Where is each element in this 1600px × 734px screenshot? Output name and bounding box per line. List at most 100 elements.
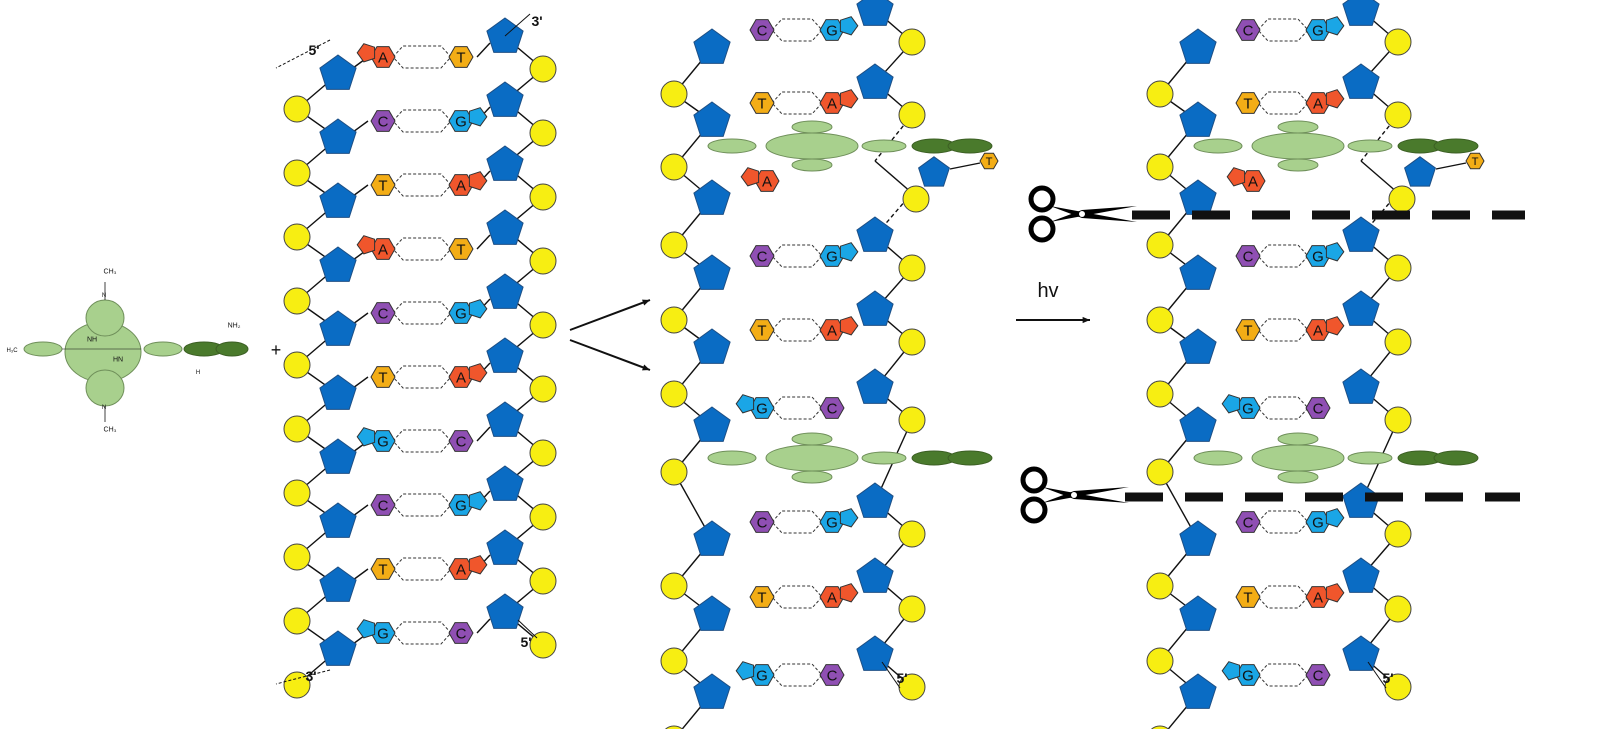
phosphate-circle — [283, 671, 311, 699]
base-A-label: A — [827, 96, 837, 113]
base-T-label: T — [1472, 156, 1479, 168]
base-G-hexagon — [819, 19, 845, 41]
base-T-hexagon — [1235, 319, 1261, 341]
sugar-base-line — [1435, 162, 1467, 170]
base-C-hexagon — [370, 494, 396, 516]
base-G-pentagon — [735, 661, 755, 681]
base-C-label: C — [1313, 668, 1324, 685]
sugar-pentagon — [856, 63, 894, 99]
base-G-hexagon — [1305, 19, 1331, 41]
sugar-pentagon — [1179, 101, 1217, 137]
arrow-lower-head — [642, 364, 650, 371]
hydrogen-bond-dashes — [392, 173, 452, 197]
base-C-hexagon — [819, 664, 845, 686]
base-C-label: C — [456, 434, 467, 451]
intercalator-ring-top — [1277, 120, 1319, 134]
hydrogen-bond-dashes — [1257, 396, 1309, 420]
base-T-hexagon — [749, 92, 775, 114]
base-T-hexagon — [1235, 92, 1261, 114]
sugar-pentagon — [1342, 216, 1380, 252]
aryl-ring-right — [143, 341, 183, 357]
base-A-hexagon — [448, 174, 474, 196]
base-A-pentagon — [1325, 89, 1345, 109]
sugar-pentagon — [1179, 28, 1217, 64]
base-C-label: C — [757, 515, 768, 532]
backbone-line — [1360, 160, 1399, 194]
hydrogen-bond-dashes — [771, 18, 823, 42]
sugar-pentagon — [1179, 406, 1217, 442]
scissors-pivot — [1071, 492, 1077, 498]
phosphate-circle — [1384, 520, 1412, 548]
hydrogen-bond-dashes — [1257, 585, 1309, 609]
label-ch3-bottom: CH₃ — [104, 427, 117, 434]
base-G-pentagon — [839, 242, 859, 262]
base-T-label: T — [456, 242, 465, 259]
phosphate-circle — [283, 415, 311, 443]
intercalator-adenine-b — [1433, 138, 1479, 154]
sugar-pentagon — [1342, 368, 1380, 404]
sugar-pentagon — [1342, 557, 1380, 593]
intercalator-core — [765, 132, 859, 160]
phosphate-circle — [529, 631, 557, 659]
phosphate-circle — [660, 572, 688, 600]
intercalator-ring-top — [791, 120, 833, 134]
sugar-pentagon — [1179, 254, 1217, 290]
base-T-hexagon — [1465, 152, 1485, 170]
base-C-hexagon — [370, 110, 396, 132]
phosphate-circle — [660, 231, 688, 259]
phosphate-circle — [529, 439, 557, 467]
phosphate-circle — [283, 95, 311, 123]
phosphate-circle — [1384, 28, 1412, 56]
sugar-pentagon — [486, 273, 524, 309]
phosphate-circle — [1146, 231, 1174, 259]
base-A-pentagon — [839, 89, 859, 109]
base-A-label: A — [378, 242, 388, 259]
base-G-label: G — [455, 306, 467, 323]
sugar-pentagon — [319, 438, 357, 474]
base-G-label: G — [377, 434, 389, 451]
phosphate-circle — [660, 153, 688, 181]
label-h3c: H₃C — [6, 348, 18, 354]
base-T-label: T — [757, 323, 766, 340]
label-h: H — [196, 370, 200, 376]
phosphate-circle — [283, 607, 311, 635]
sugar-pentagon — [486, 209, 524, 245]
base-T-label: T — [456, 50, 465, 67]
base-A-label: A — [1313, 96, 1323, 113]
label-n-bottom: N — [102, 405, 106, 411]
plus-sign: + — [271, 340, 282, 360]
base-A-pentagon — [468, 555, 488, 575]
base-A-label: A — [456, 370, 466, 387]
base-G-pentagon — [1221, 661, 1241, 681]
sugar-pentagon — [693, 406, 731, 442]
base-C-hexagon — [448, 430, 474, 452]
arrow-upper-head — [642, 299, 650, 306]
sugar-base-line — [949, 162, 981, 170]
sugar-pentagon — [856, 0, 894, 26]
intercalator-core — [1251, 444, 1345, 472]
scissors-blade-bottom — [1050, 206, 1137, 222]
base-A-pentagon — [1226, 167, 1246, 187]
base-G-hexagon — [448, 494, 474, 516]
base-G-pentagon — [839, 16, 859, 36]
hydrogen-bond-dashes — [771, 396, 823, 420]
phosphate-circle — [283, 287, 311, 315]
base-T-hexagon — [749, 586, 775, 608]
sugar-pentagon — [693, 673, 731, 709]
intercalator-aryl-right — [1347, 139, 1393, 153]
base-C-hexagon — [1235, 19, 1261, 41]
sugar-pentagon — [486, 401, 524, 437]
sugar-pentagon — [856, 635, 894, 671]
hydrogen-bond-dashes — [771, 663, 823, 687]
base-G-hexagon — [448, 302, 474, 324]
phosphate-circle — [529, 567, 557, 595]
strand-end-line — [881, 661, 901, 689]
strand-end-line — [1367, 661, 1387, 689]
base-C-hexagon — [749, 511, 775, 533]
base-G-label: G — [1312, 515, 1324, 532]
base-C-hexagon — [1235, 511, 1261, 533]
base-C-label: C — [827, 668, 838, 685]
sugar-pentagon — [693, 101, 731, 137]
base-C-label: C — [378, 306, 389, 323]
label-hn: HN — [113, 357, 123, 364]
